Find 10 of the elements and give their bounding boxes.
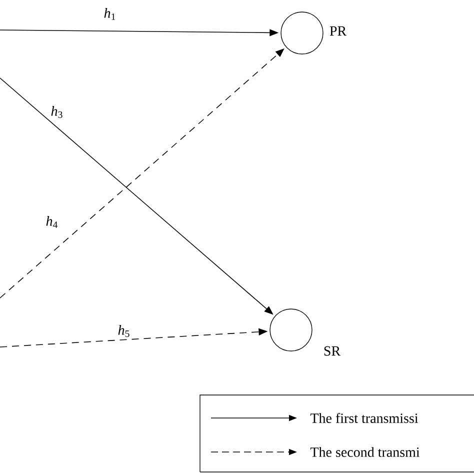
circle-node	[270, 308, 312, 352]
circle-node	[280, 12, 324, 54]
legend-text: The second transmi	[310, 447, 420, 457]
edge-label: h$_{5}$	[118, 325, 130, 337]
node-label: PR	[330, 26, 347, 36]
node-label: SR	[324, 346, 341, 356]
legend-text: The first transmissi	[310, 413, 418, 423]
edge-label: h$_{4}$	[46, 216, 58, 228]
edge-label: h$_{3}$	[51, 106, 62, 118]
edge-label: h$_{1}$	[104, 8, 116, 20]
